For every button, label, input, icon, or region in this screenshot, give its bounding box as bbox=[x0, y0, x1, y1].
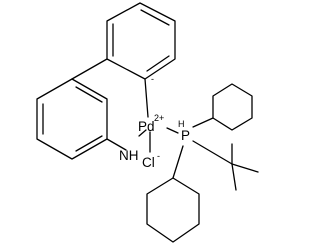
pd-phosphorus-bond bbox=[166, 127, 179, 134]
tert-butyl-group bbox=[192, 140, 259, 191]
chloride-charge-label: - bbox=[157, 151, 160, 161]
amine-ring-bond bbox=[106, 138, 127, 151]
biaryl-bond bbox=[71, 58, 108, 80]
palladium-charge-label: 2+ bbox=[154, 113, 164, 123]
cyclohexyl-ring-lower bbox=[146, 145, 200, 243]
phenyl-ring bbox=[106, 2, 176, 80]
pd-nitrogen-bond bbox=[138, 129, 147, 137]
chemical-structure: - Pd 2+ H P NH Cl - bbox=[36, 2, 259, 243]
chloride-label: Cl bbox=[142, 155, 155, 170]
pd-carbon-bond bbox=[144, 78, 149, 118]
aniline-ring bbox=[36, 78, 108, 160]
palladium-label: Pd bbox=[138, 119, 155, 134]
carbanion-charge-label: - bbox=[151, 74, 154, 84]
phosphorus-label: P bbox=[181, 128, 190, 143]
cyclohexyl-ring-upper bbox=[192, 83, 253, 131]
amine-label: NH bbox=[119, 148, 139, 163]
phosphorus-hydrogen-label: H bbox=[178, 119, 185, 129]
